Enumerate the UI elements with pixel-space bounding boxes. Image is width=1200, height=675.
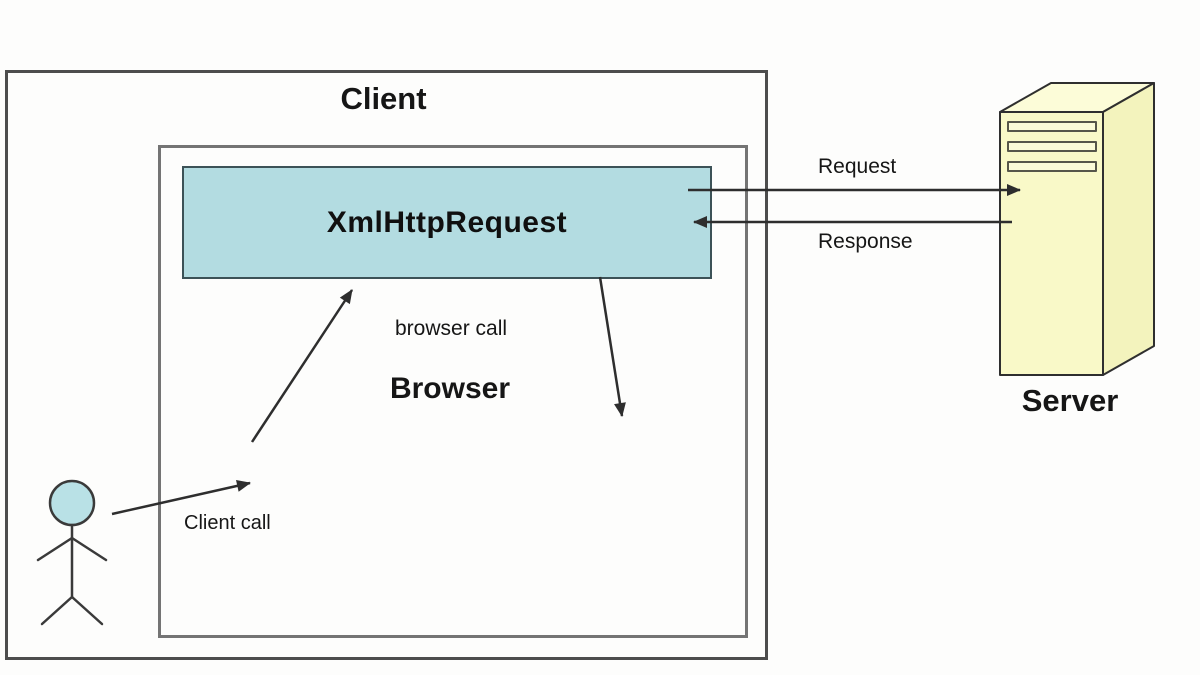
actor-leg-left (40, 595, 74, 626)
server-tower-icon (999, 82, 1155, 376)
actor-icon (36, 479, 108, 626)
actor-head (48, 479, 96, 527)
client-call-arrow (111, 479, 251, 516)
server-vent-icon (1007, 141, 1097, 152)
xmlhttprequest-label: XmlHttpRequest (326, 205, 568, 239)
request-label: Request (818, 155, 897, 178)
browser-label: Browser (389, 372, 511, 405)
client-call-label: Client call (184, 512, 271, 534)
response-label: Response (818, 230, 913, 253)
client-box (5, 70, 768, 660)
browser-call-arrow (250, 289, 354, 443)
actor-arm-right (70, 536, 108, 562)
xhr-callback-arrow (598, 276, 626, 417)
actor-arm-left (36, 536, 74, 562)
server-vent-icon (1007, 121, 1097, 132)
server-side-face (1102, 82, 1155, 376)
actor-leg-right (70, 595, 104, 626)
xmlhttprequest-box: XmlHttpRequest (182, 166, 712, 279)
browser-call-label: browser call (395, 317, 508, 340)
server-vent-icon (1007, 161, 1097, 172)
browser-box (158, 145, 748, 638)
client-label: Client (340, 81, 427, 116)
server-front-face (999, 111, 1104, 376)
server-label: Server (1021, 383, 1119, 418)
